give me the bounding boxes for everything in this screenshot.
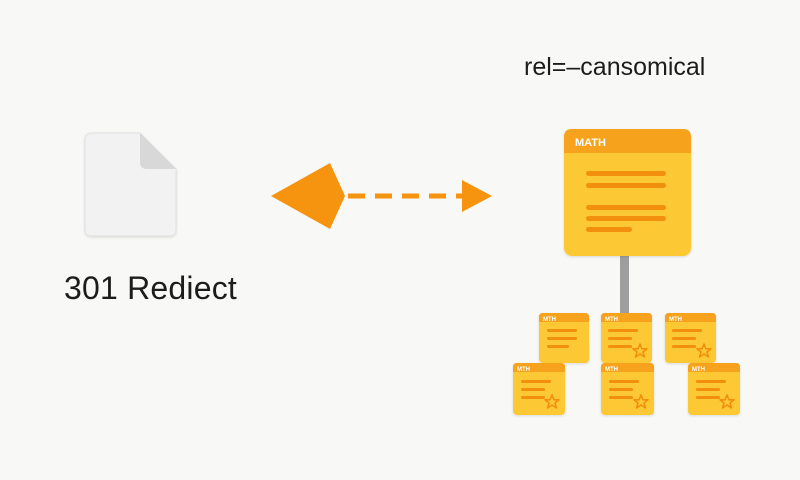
child-card: MTH (513, 363, 565, 415)
child-card-title: MTH (605, 317, 618, 323)
child-card-title: MTH (692, 367, 705, 373)
bidirectional-arrow-icon (271, 163, 492, 229)
child-card: MTH (601, 363, 654, 415)
main-card-title: MATH (575, 137, 606, 149)
child-card-title: MTH (669, 317, 682, 323)
main-card: MATH (564, 129, 691, 256)
child-card-title: MTH (543, 317, 556, 323)
child-card: MTH (688, 363, 740, 415)
canonical-label: rel=–cansomical (524, 53, 706, 81)
child-card-title: MTH (517, 367, 530, 373)
child-card: MTH (665, 313, 716, 363)
child-card: MTH (539, 313, 589, 363)
redirect-label: 301 Rediect (64, 270, 237, 306)
child-card: MTH (601, 313, 652, 363)
document-icon (84, 132, 177, 237)
child-card-title: MTH (605, 367, 618, 373)
connector-line (620, 256, 629, 313)
